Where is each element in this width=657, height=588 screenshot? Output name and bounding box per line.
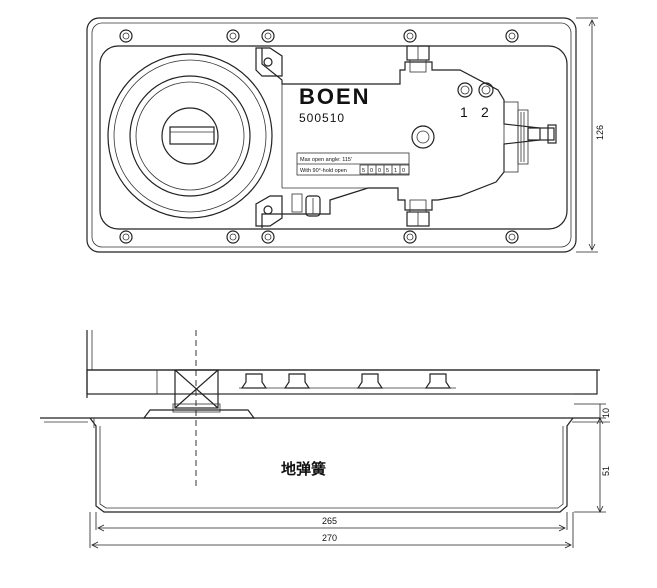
cover-dim-label: 10 (601, 408, 611, 418)
plate-line2-label: With 90°-hold open (300, 168, 347, 174)
pivot-box (172, 369, 221, 413)
spindle-slot (169, 126, 215, 145)
depth-dim-label: 51 (601, 466, 611, 476)
plate-line1: Max open angle: 115' (300, 157, 352, 163)
depth-dimensions: 10 51 (574, 403, 611, 513)
spec-plate: Max open angle: 115' With 90°-hold open … (296, 152, 410, 176)
cover-plate-inner-rim (91, 22, 572, 248)
lower-bracket (255, 193, 321, 227)
top-plate (142, 409, 256, 419)
housing-outline (261, 48, 541, 228)
spring-box-body (89, 417, 574, 513)
height-dimension: 126 (576, 17, 605, 253)
valve-label-2: 2 (481, 104, 489, 120)
plate-digit: 5 (386, 168, 389, 174)
floor-line (40, 417, 610, 423)
bottom-stud (406, 199, 430, 227)
pivot-disc (107, 53, 273, 219)
plate-digit: 5 (362, 168, 365, 174)
screw-holes-bottom (119, 230, 519, 244)
rail-fittings (239, 373, 456, 389)
cover-plate-outer (86, 17, 577, 253)
body-label: 地弹簧 (281, 460, 326, 478)
height-dim-label: 126 (595, 125, 605, 140)
adjuster-stem (503, 101, 557, 173)
top-view: BOEN 500510 Max open angle: 115' With 90… (86, 17, 605, 253)
plate-digit: 0 (378, 168, 381, 174)
door-rail (86, 369, 598, 395)
top-stud (406, 45, 430, 73)
center-adjust-screw (411, 125, 435, 149)
plate-digit: 1 (394, 168, 397, 174)
width-dimensions: 265 270 (89, 512, 574, 549)
body-outline (99, 45, 568, 230)
speed-valves: 1 2 (457, 82, 494, 120)
screw-holes-top (119, 29, 519, 43)
upper-bracket (255, 47, 283, 77)
valve-label-1: 1 (460, 104, 468, 120)
inner-width-label: 265 (322, 516, 337, 526)
brand-name: BOEN (299, 84, 371, 109)
outer-width-label: 270 (322, 533, 337, 543)
model-number: 500510 (299, 111, 345, 125)
plate-digit: 0 (370, 168, 373, 174)
side-view: 地弹簧 10 51 265 270 (40, 330, 611, 549)
plate-digit: 0 (402, 168, 405, 174)
